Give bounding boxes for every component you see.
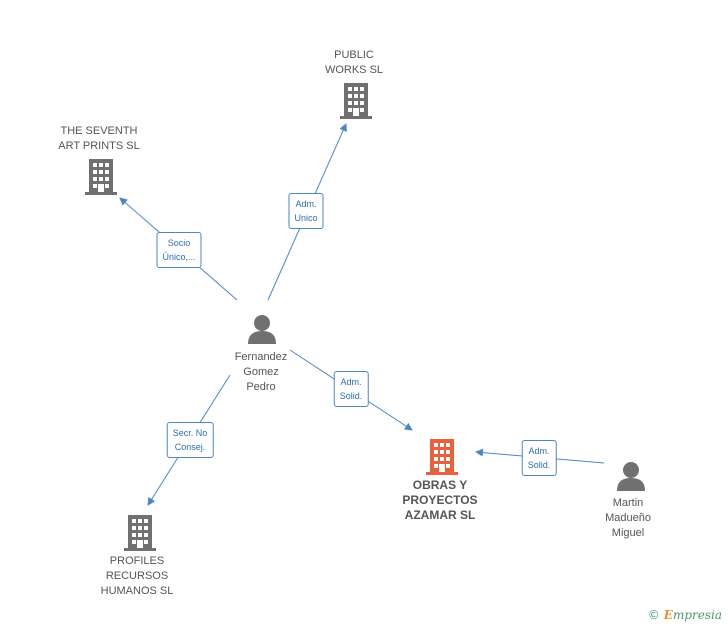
brand-initial: E (663, 608, 673, 622)
company-label-obras[interactable]: OBRAS Y PROYECTOS AZAMAR SL (402, 478, 478, 522)
company-label-profiles[interactable]: PROFILES RECURSOS HUMANOS SL (100, 555, 174, 597)
person-icon[interactable] (617, 461, 645, 491)
building-icon[interactable] (124, 515, 156, 551)
person-label-fernandez[interactable]: Fernandez Gomez Pedro (234, 351, 288, 393)
edge-label-adm-solid-fernandez: Adm. Solid. (333, 371, 369, 407)
empresia-logo[interactable]: ©Empresia (648, 608, 722, 622)
company-label-public-works[interactable]: PUBLIC WORKS SL (324, 49, 384, 76)
edge-label-secr-no-consej: Secr. No Consej. (166, 422, 214, 458)
copyright-icon: © (647, 608, 660, 622)
building-icon[interactable] (340, 83, 372, 119)
person-label-martin[interactable]: Martin Madueño Miguel (605, 497, 651, 539)
edge-label-adm-solid-martin: Adm. Solid. (521, 440, 557, 476)
building-icon-main[interactable] (426, 439, 458, 475)
person-icon[interactable] (248, 314, 276, 344)
edge-label-socio-unico: Socio Único,... (156, 232, 202, 268)
building-icon[interactable] (85, 159, 117, 195)
edge-label-adm-unico: Adm. Unico (288, 193, 324, 229)
brand-name: mpresia (672, 608, 722, 622)
company-label-seventh-art[interactable]: THE SEVENTH ART PRINTS SL (58, 125, 140, 152)
